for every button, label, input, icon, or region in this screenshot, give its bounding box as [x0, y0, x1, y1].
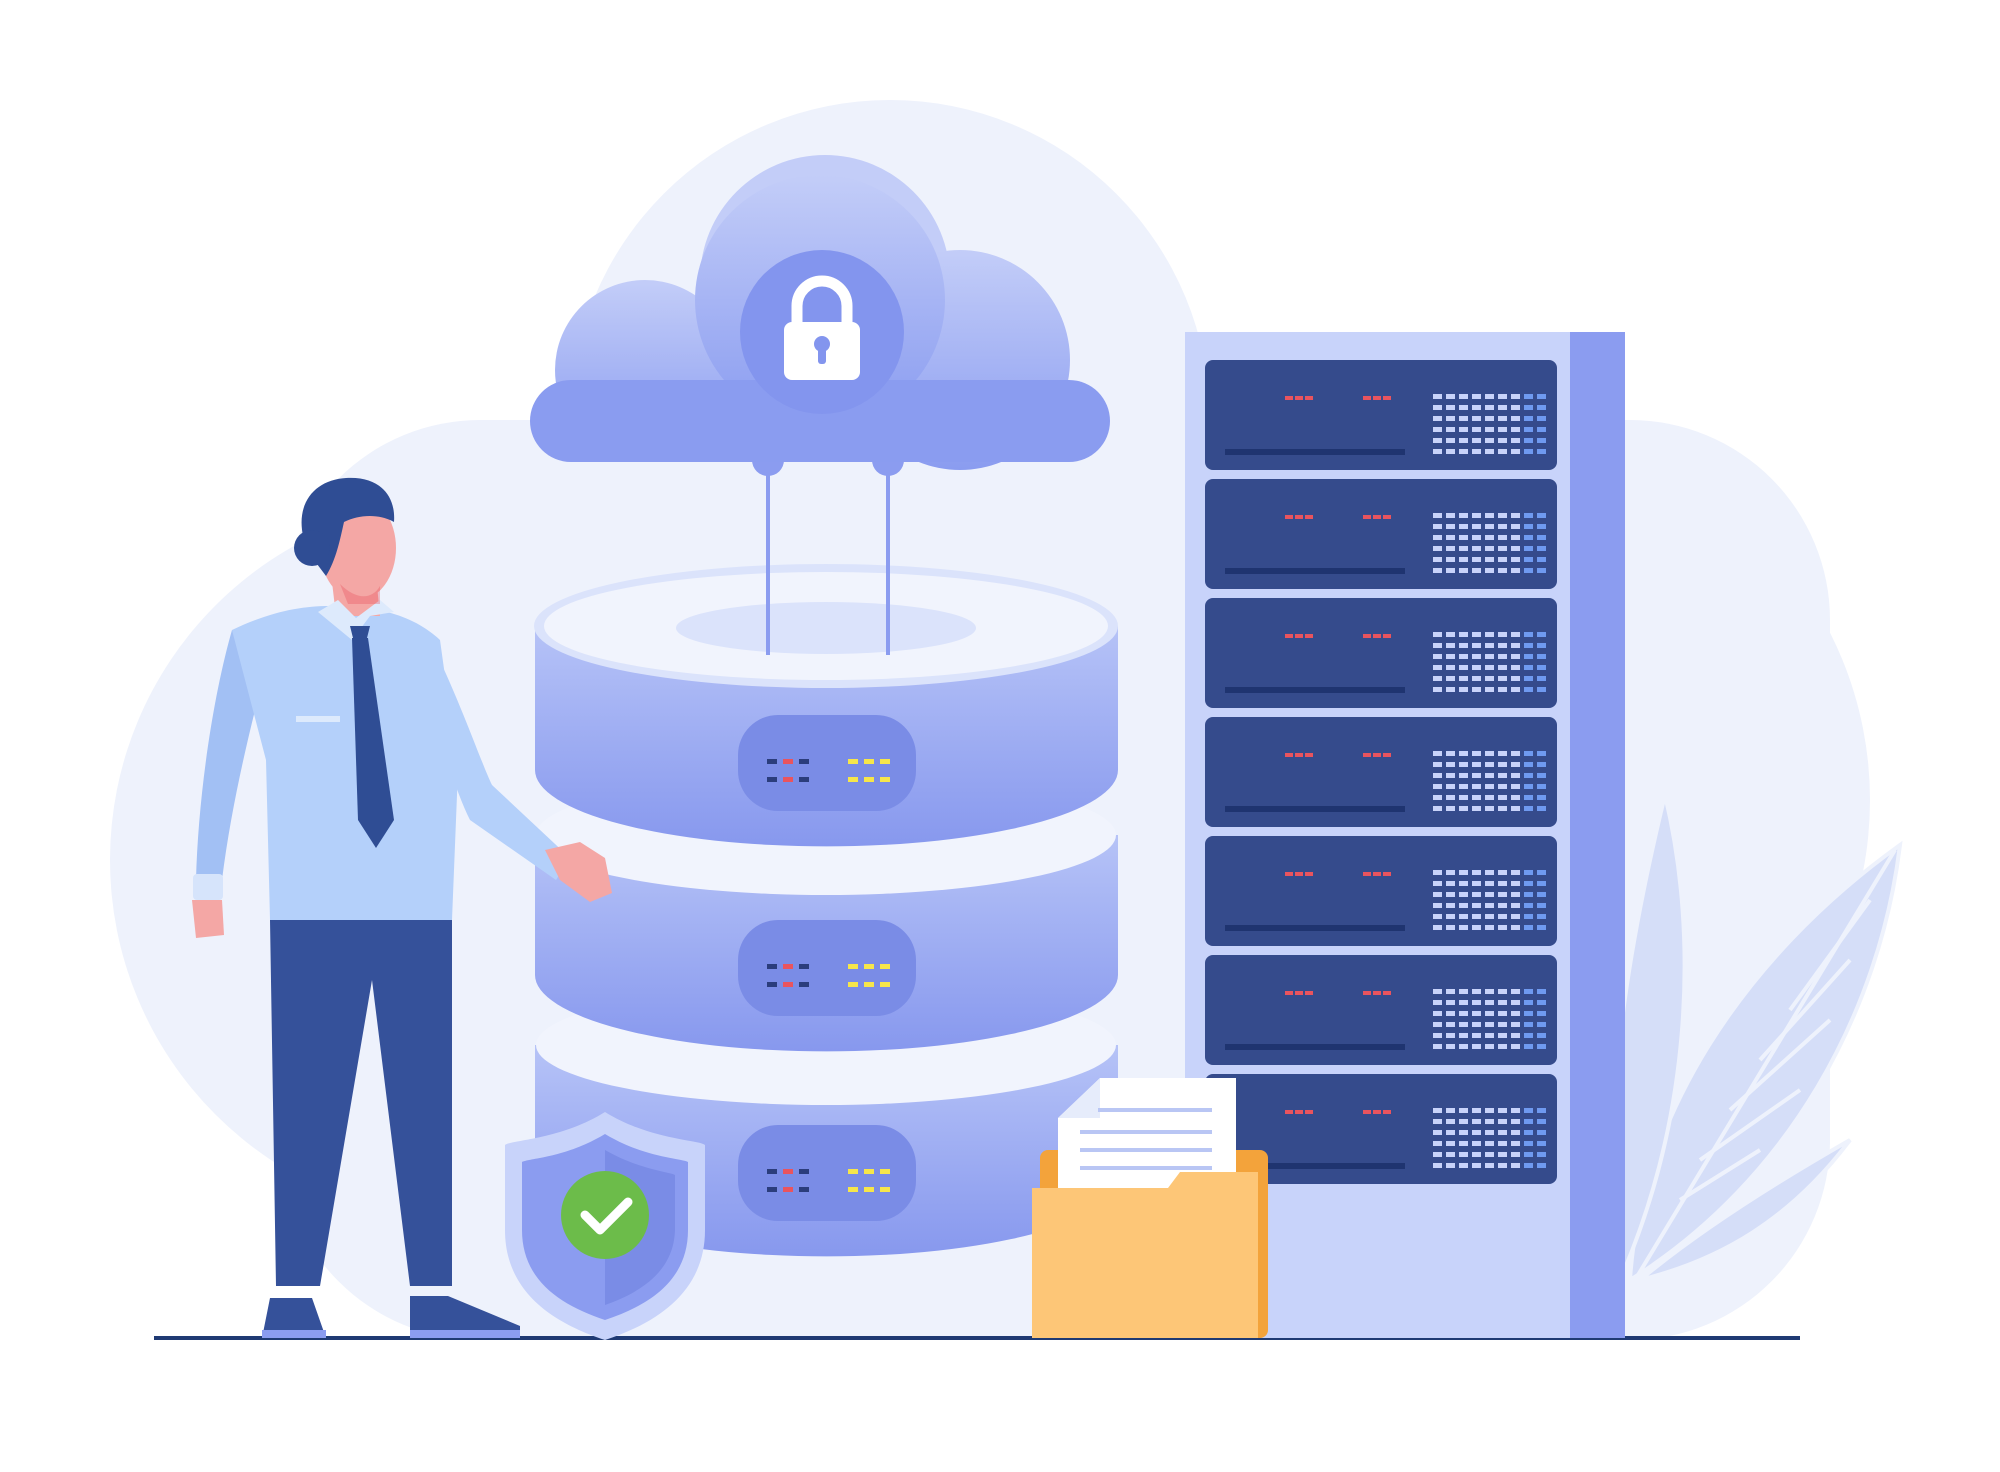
rack-unit [1205, 360, 1557, 470]
database-stack [534, 564, 1118, 1257]
rack-unit [1205, 955, 1557, 1065]
rack-unit [1205, 479, 1557, 589]
cloud-cables [766, 460, 890, 655]
rack-unit [1205, 717, 1557, 827]
db-indicator-lights [767, 759, 890, 782]
padlock-icon [784, 275, 860, 380]
rack-unit [1205, 836, 1557, 946]
db-panel-3 [738, 1125, 916, 1221]
ground-line [154, 1336, 1800, 1340]
rack-units [1205, 360, 1557, 1184]
rack-unit [1205, 1074, 1557, 1184]
db-panel-1 [738, 715, 916, 811]
folder-icon [1032, 1078, 1268, 1338]
document-icon [1058, 1078, 1236, 1200]
shield-check-icon [505, 1112, 705, 1340]
rack-unit [1205, 598, 1557, 708]
businessman-figure [192, 477, 612, 1338]
db-indicator-lights [767, 964, 890, 987]
db-panel-2 [738, 920, 916, 1016]
cloud-icon [530, 155, 1110, 470]
db-indicator-lights [767, 1169, 890, 1192]
